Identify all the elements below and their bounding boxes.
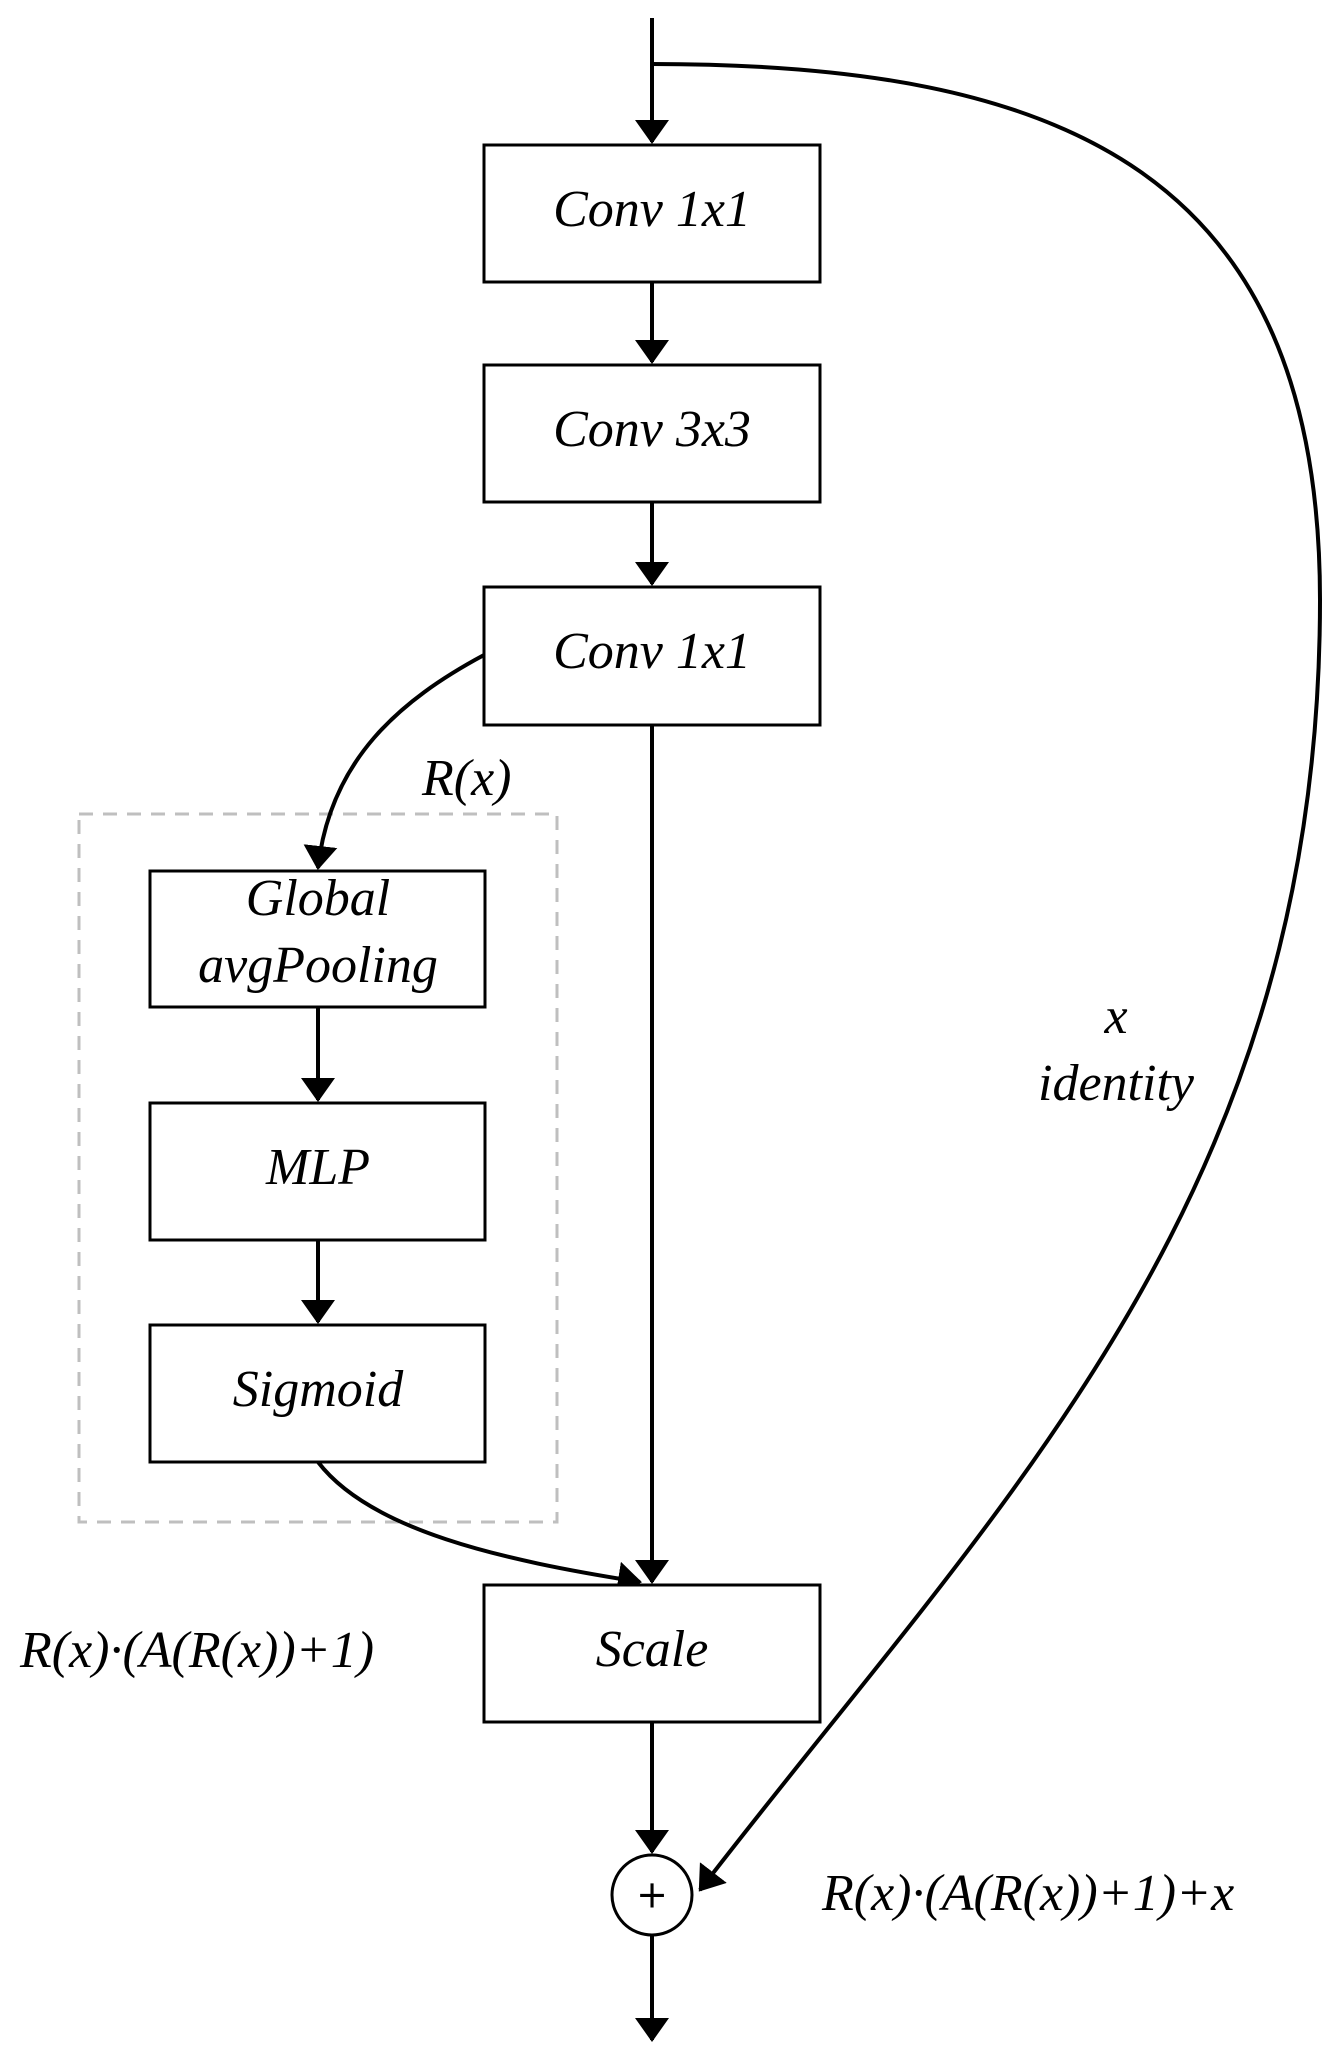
identity-label: identity <box>1038 1055 1195 1112</box>
scale-label: Scale <box>596 1621 709 1678</box>
global-avgpooling-node: Global avgPooling <box>148 869 487 1009</box>
conv1x1-label: Conv 1x1 <box>553 181 751 238</box>
final-output-label: R(x)·(A(R(x))+1)+x <box>821 1865 1234 1922</box>
global-avgpooling-label-line2: avgPooling <box>198 937 438 994</box>
edge-sigmoid-to-scale <box>316 1460 642 1596</box>
sigmoid-label: Sigmoid <box>233 1361 404 1418</box>
conv1x1b-node: Conv 1x1 <box>482 585 822 727</box>
sum-node: + <box>610 1853 694 1937</box>
conv1x1b-label: Conv 1x1 <box>553 623 751 680</box>
mlp-node: MLP <box>148 1101 487 1242</box>
global-avgpooling-label-line1: Global <box>246 870 390 927</box>
identity-x-label: x <box>1103 988 1127 1045</box>
scale-node: Scale <box>482 1583 822 1724</box>
conv3x3-node: Conv 3x3 <box>482 363 822 504</box>
edge-conv1b-to-gap <box>303 653 485 870</box>
conv3x3-label: Conv 3x3 <box>553 401 751 458</box>
attention-module-group <box>77 812 559 1524</box>
scaled-output-label: R(x)·(A(R(x))+1) <box>19 1622 374 1679</box>
conv1x1-node: Conv 1x1 <box>482 143 822 284</box>
sigmoid-node: Sigmoid <box>148 1323 487 1464</box>
rx-label: R(x) <box>421 750 511 807</box>
mlp-label: MLP <box>265 1139 370 1196</box>
edge-identity-skip <box>651 62 1323 1892</box>
sum-symbol: + <box>636 1873 668 1917</box>
